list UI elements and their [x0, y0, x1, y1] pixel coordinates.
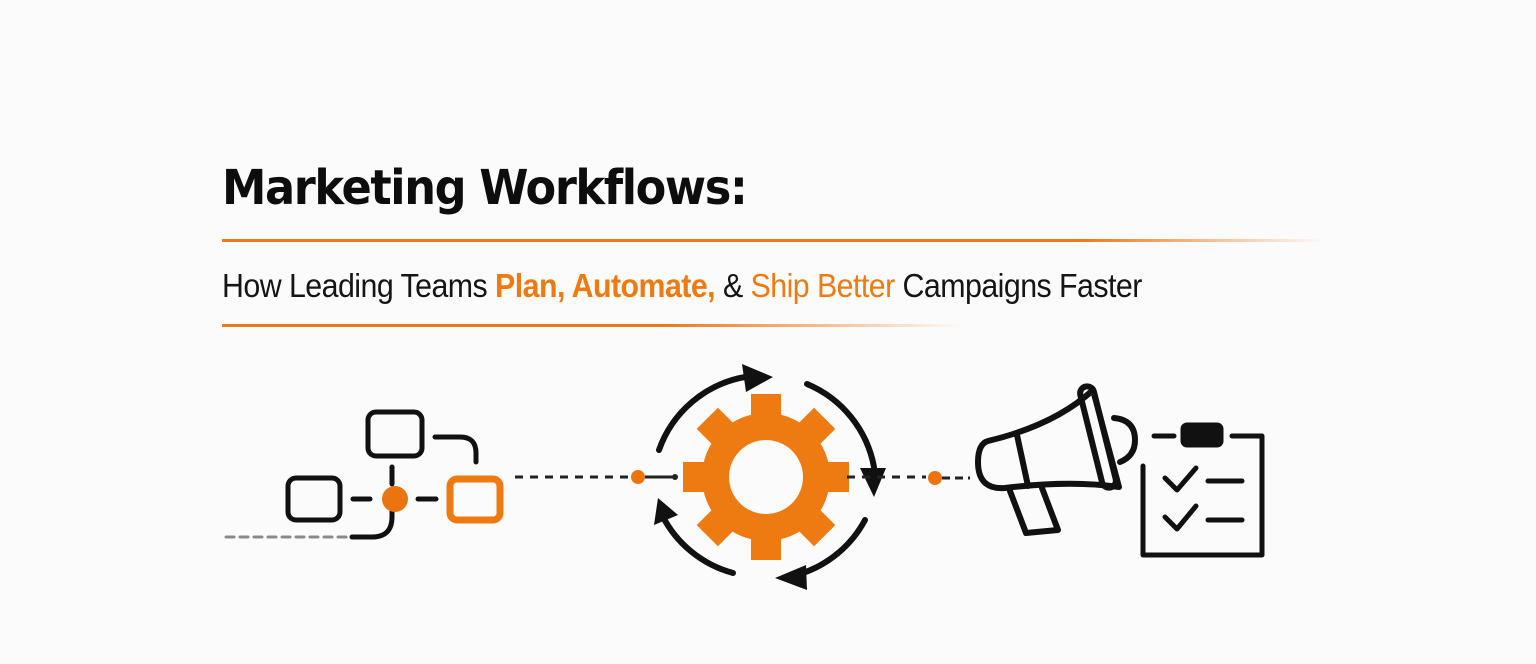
connector-line: [515, 470, 678, 484]
page-subtitle: How Leading Teams Plan, Automate, & Ship…: [222, 264, 1142, 308]
subtitle-divider: [222, 324, 962, 327]
gear-cycle-icon: [654, 364, 886, 590]
subtitle-highlight-ship-better: Ship Better: [750, 267, 896, 304]
title-divider: [222, 239, 1327, 242]
subtitle-part-2: &: [715, 267, 751, 304]
connector-line: [847, 471, 970, 485]
subtitle-part-1: How Leading Teams: [222, 267, 496, 304]
subtitle-highlight-plan-automate: Plan, Automate,: [495, 267, 716, 304]
megaphone-icon: [975, 383, 1138, 536]
subtitle-part-3: Campaigns Faster: [894, 267, 1143, 304]
page-title: Marketing Workflows:: [222, 160, 748, 216]
checklist-clipboard-icon: [1140, 422, 1265, 558]
workflow-diagram-icon: [224, 409, 504, 540]
